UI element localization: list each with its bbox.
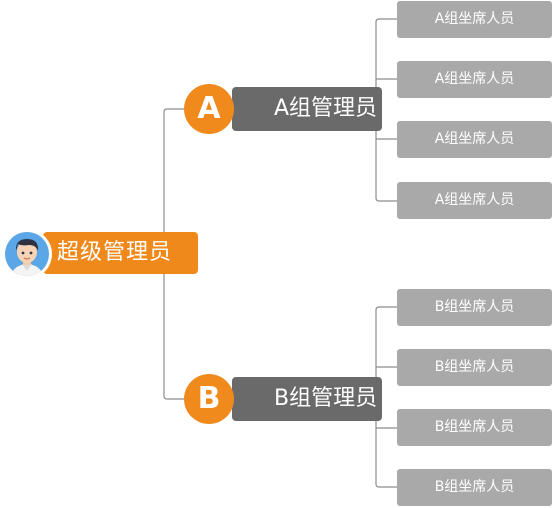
group-a-member-node-1[interactable]: A组坐席人员 [397,1,552,38]
agent-avatar-icon [2,229,52,279]
group-a-manager-node[interactable]: A组管理员 [232,87,382,131]
group-b-badge: B [184,374,234,424]
connector-b-leaf-1 [375,306,397,311]
group-a-member-node-3[interactable]: A组坐席人员 [397,121,552,158]
group-b-member-node-1[interactable]: B组坐席人员 [397,289,552,326]
root-node-label[interactable]: 超级管理员 [43,232,198,274]
group-b-member-node-2[interactable]: B组坐席人员 [397,349,552,386]
connector-a-leaf-1 [375,18,397,23]
group-b-manager-node[interactable]: B组管理员 [232,377,382,421]
group-b-member-node-4[interactable]: B组坐席人员 [397,469,552,506]
group-b-member-node-3[interactable]: B组坐席人员 [397,409,552,446]
group-a-badge: A [184,84,234,134]
group-a-member-node-4[interactable]: A组坐席人员 [397,182,552,219]
connector-b-leaf-4 [375,483,397,488]
connector-a-leaf-4 [375,197,397,202]
connector-root-b [163,253,186,400]
connector-root-a [163,108,198,254]
group-a-member-node-2[interactable]: A组坐席人员 [397,61,552,98]
